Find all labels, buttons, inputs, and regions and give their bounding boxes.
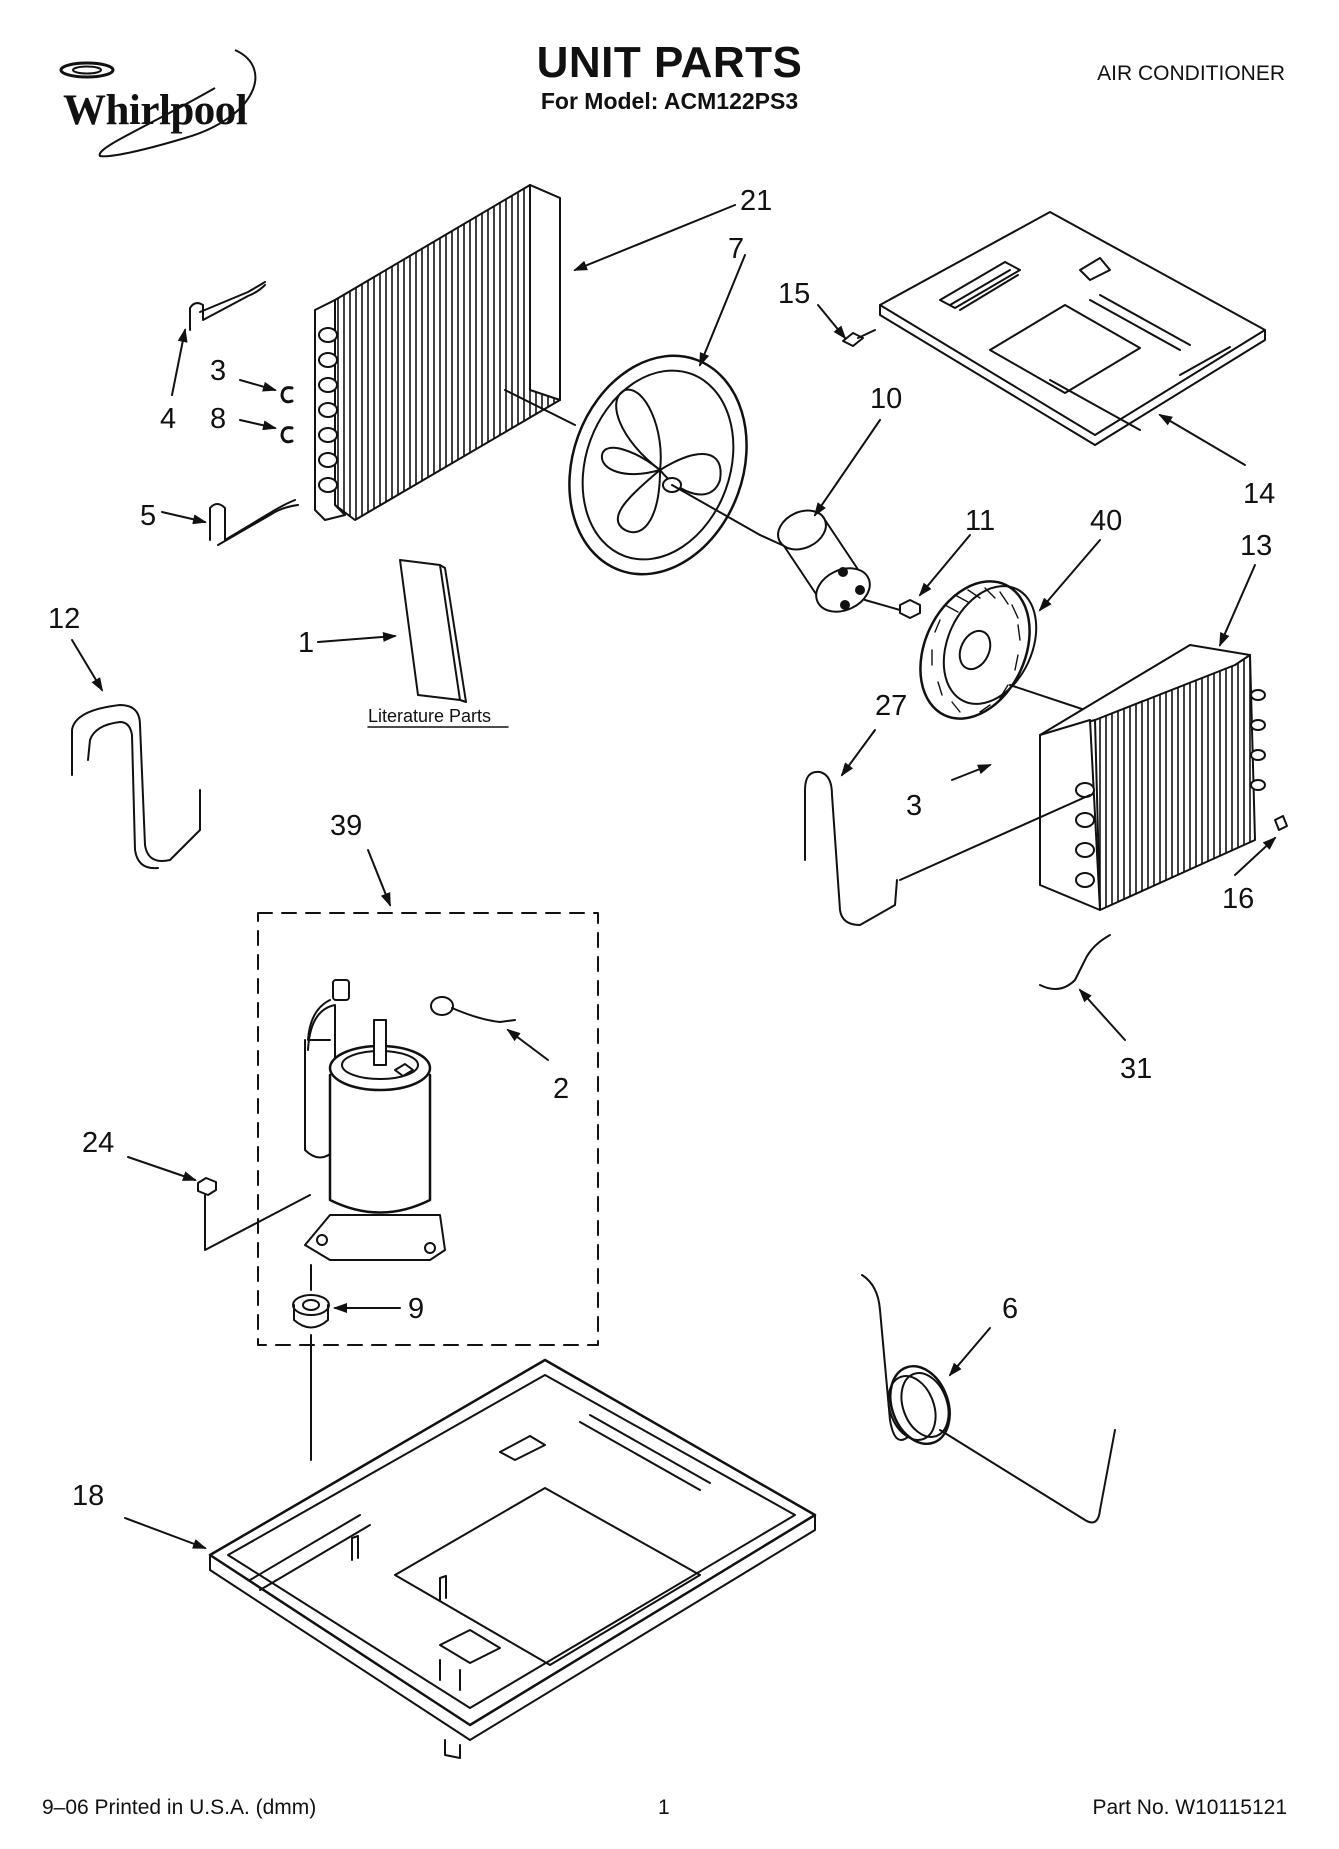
condenser-fan-shroud	[568, 354, 761, 576]
compressor-kit-group	[257, 912, 599, 1346]
product-category: AIR CONDITIONER	[1097, 62, 1285, 85]
callout-40: 40	[1090, 505, 1122, 537]
condenser-coil	[314, 184, 576, 521]
callout-7: 7	[728, 233, 744, 265]
drain-tube	[804, 770, 898, 926]
callout-18: 18	[72, 1480, 104, 1512]
callout-16: 16	[1222, 883, 1254, 915]
compressor	[304, 979, 446, 1261]
literature-booklet	[399, 559, 467, 703]
callout-39: 39	[330, 810, 362, 842]
callout-5: 5	[140, 500, 156, 532]
page-number: 1	[658, 1796, 670, 1819]
callout-arrows	[71, 204, 1277, 1549]
callout-3-top: 3	[210, 355, 226, 387]
callout-3-bottom: 3	[906, 790, 922, 822]
callout-6: 6	[1002, 1293, 1018, 1325]
callout-11: 11	[965, 505, 995, 537]
print-info: 9–06 Printed in U.S.A. (dmm)	[42, 1796, 317, 1819]
callout-8: 8	[210, 403, 226, 435]
callout-2: 2	[553, 1073, 569, 1105]
callout-10: 10	[870, 383, 902, 415]
grommet-nut	[197, 1177, 217, 1196]
callout-27: 27	[875, 690, 907, 722]
callout-21: 21	[740, 185, 772, 217]
callout-24: 24	[82, 1127, 114, 1159]
coil-spring-tube	[861, 1274, 1116, 1524]
fan-blades	[600, 388, 722, 533]
blower-wheel	[919, 580, 1101, 720]
top-cover-panel	[879, 211, 1266, 446]
callout-31: 31	[1120, 1053, 1152, 1085]
hex-nut	[899, 599, 921, 619]
callout-4: 4	[160, 403, 176, 435]
mounting-grommet	[292, 1264, 330, 1461]
base-pan	[208, 1358, 817, 1759]
callout-13: 13	[1240, 530, 1272, 562]
screw	[842, 329, 876, 347]
literature-parts-label: Literature Parts	[368, 706, 491, 726]
callout-12: 12	[48, 603, 80, 635]
tube-fittings	[189, 281, 299, 546]
brand-logo: Whirlpool	[25, 48, 285, 168]
overload-protector	[430, 996, 516, 1023]
callout-9: 9	[408, 1293, 424, 1325]
capillary-tube	[1039, 934, 1111, 990]
fan-motor	[759, 509, 901, 613]
bent-refrigerant-tube	[71, 704, 201, 870]
callout-14: 14	[1243, 478, 1275, 510]
callout-15: 15	[778, 278, 810, 310]
model-subtitle: For Model: ACM122PS3	[540, 88, 799, 114]
part-number: Part No. W10115121	[1092, 1796, 1287, 1819]
evaporator-coil	[1039, 644, 1288, 911]
brand-wordmark: Whirlpool	[63, 87, 248, 134]
callout-1: 1	[298, 627, 314, 659]
page-title: UNIT PARTS	[536, 38, 803, 87]
brand-swirl-icon	[59, 49, 257, 158]
